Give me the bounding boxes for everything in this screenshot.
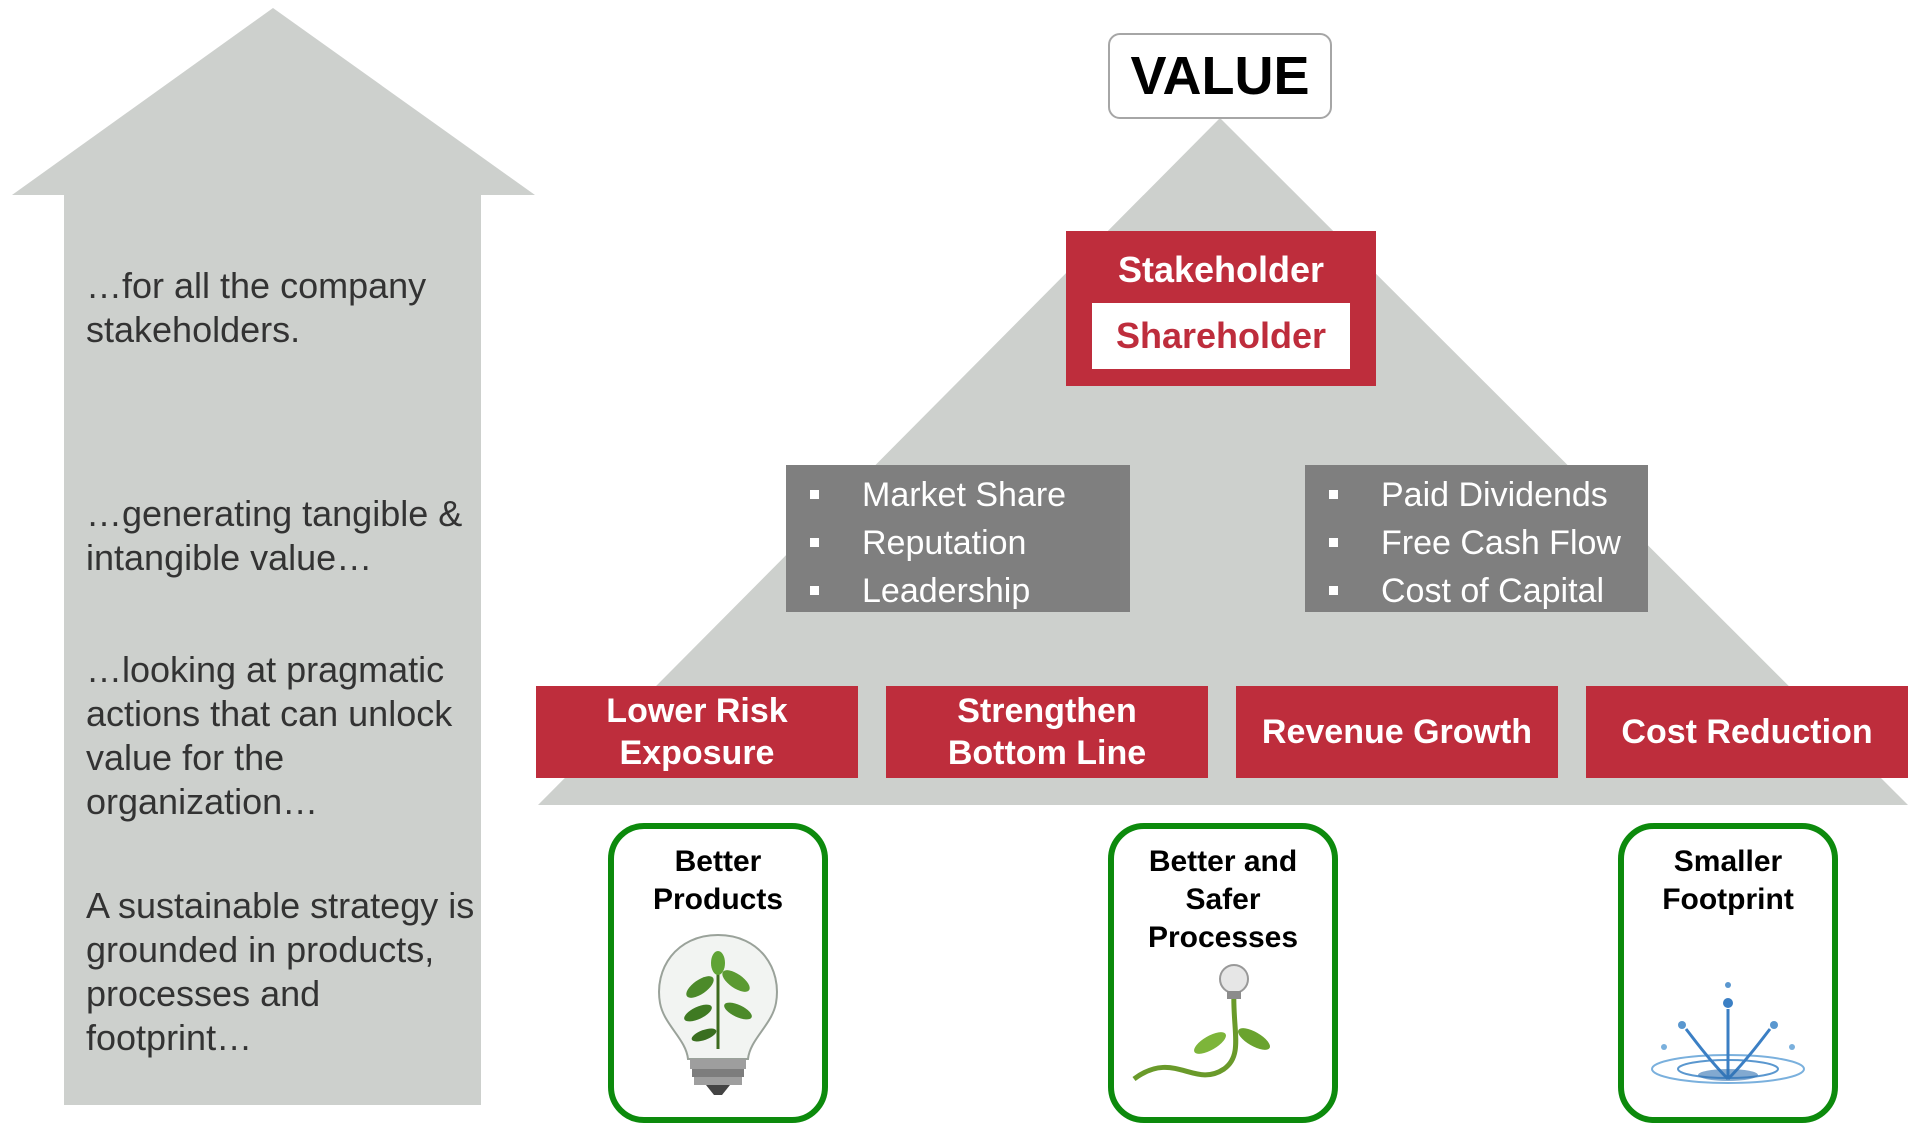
bullet-icon bbox=[1329, 586, 1338, 595]
list-item: Leadership bbox=[786, 567, 1130, 615]
lever-revenue-growth: Revenue Growth bbox=[1236, 686, 1558, 778]
bullet-icon bbox=[1329, 538, 1338, 547]
stakeholder-box: Stakeholder Shareholder bbox=[1066, 231, 1376, 386]
side-text-value: …generating tangible & intangible value… bbox=[86, 493, 463, 578]
pyramid-shape bbox=[538, 118, 1908, 805]
lever-cost-reduction: Cost Reduction bbox=[1586, 686, 1908, 778]
up-arrow-shape bbox=[12, 8, 535, 1105]
side-text-stakeholders: …for all the company stakeholders. bbox=[86, 265, 427, 350]
side-text-actions: …looking at pragmatic actions that can u… bbox=[86, 649, 453, 822]
lightbulb-with-plant-icon bbox=[658, 933, 778, 1095]
water-splash-icon bbox=[1651, 982, 1805, 1084]
list-item: Market Share bbox=[786, 471, 1130, 519]
stakeholder-metrics-list: Market Share Reputation Leadership bbox=[786, 465, 1130, 612]
plant-bulb-icon bbox=[1132, 964, 1270, 1082]
bullet-icon bbox=[1329, 490, 1338, 499]
bullet-icon bbox=[810, 538, 819, 547]
stakeholder-label: Stakeholder bbox=[1117, 249, 1325, 290]
value-box: VALUE bbox=[1108, 33, 1332, 119]
shareholder-metrics-list: Paid Dividends Free Cash Flow Cost of Ca… bbox=[1305, 465, 1648, 612]
shareholder-label: Shareholder bbox=[1092, 303, 1350, 369]
list-item: Reputation bbox=[786, 519, 1130, 567]
list-item: Free Cash Flow bbox=[1305, 519, 1648, 567]
list-item: Cost of Capital bbox=[1305, 567, 1648, 615]
bullet-icon bbox=[810, 586, 819, 595]
list-item: Paid Dividends bbox=[1305, 471, 1648, 519]
side-text-strategy: A sustainable strategy is grounded in pr… bbox=[86, 885, 475, 1058]
bullet-icon bbox=[810, 490, 819, 499]
